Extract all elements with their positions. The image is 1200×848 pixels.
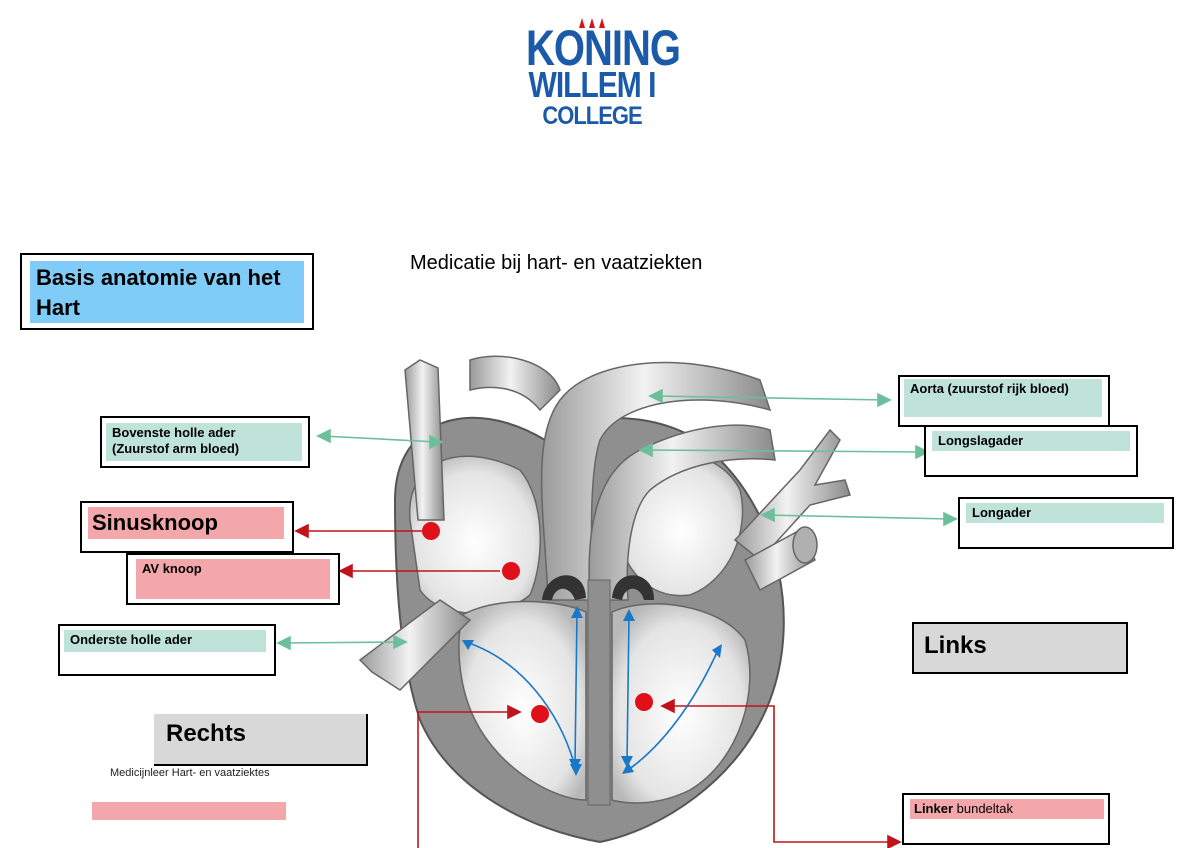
inferior-vena-cava-label: Onderste holle ader bbox=[64, 630, 266, 652]
footer-note: Medicijnleer Hart- en vaatziektes bbox=[110, 767, 270, 779]
pulmonary-vein-label-box: Longader bbox=[958, 497, 1174, 549]
pulmonary-vein bbox=[733, 428, 851, 562]
left-bundle-label: Linker bundeltak bbox=[910, 799, 1104, 819]
sinus-node-label: Sinusknoop bbox=[88, 507, 284, 539]
sinus-node-label-box: Sinusknoop bbox=[80, 501, 294, 553]
sinus-node-dot bbox=[422, 522, 440, 540]
aorta-label-box: Aorta (zuurstof rijk bloed) bbox=[898, 375, 1110, 427]
pulmonary-artery bbox=[588, 424, 776, 601]
logo-line-2: WILLEM I bbox=[528, 65, 657, 106]
page-title: Medicatie bij hart- en vaatziekten bbox=[410, 252, 703, 274]
green-arrows bbox=[276, 388, 958, 651]
college-logo: KONING WILLEM I COLLEGE bbox=[526, 18, 681, 134]
pulmonary-vein-label: Longader bbox=[966, 503, 1164, 523]
blue-arrows bbox=[465, 611, 719, 771]
blue-arrowheads bbox=[462, 606, 722, 776]
pulmonary-vein-opening bbox=[792, 526, 818, 564]
pulmonary-artery-label: Longslagader bbox=[932, 431, 1130, 451]
left-bundle-label-rest: bundeltak bbox=[953, 801, 1014, 816]
aorta-label: Aorta (zuurstof rijk bloed) bbox=[904, 379, 1102, 417]
right-ventricle bbox=[458, 600, 587, 801]
red-arrows bbox=[294, 523, 902, 848]
left-ventricle bbox=[611, 603, 751, 804]
left-side-label: Links bbox=[924, 632, 987, 659]
left-side-label-box: Links bbox=[912, 622, 1128, 674]
superior-vena-cava-label: Bovenste holle ader (Zuurstof arm bloed) bbox=[106, 423, 302, 461]
superior-vena-cava-label-box: Bovenste holle ader (Zuurstof arm bloed) bbox=[100, 416, 310, 468]
aorta-branch bbox=[469, 355, 561, 412]
section-title: Basis anatomie van het Hart bbox=[30, 261, 304, 323]
pulmonary-artery-label-box: Longslagader bbox=[924, 425, 1138, 477]
left-bundle-label-bold: Linker bbox=[914, 801, 954, 816]
left-bundle-label-box: Linker bundeltak bbox=[902, 793, 1110, 845]
right-bundle-dot bbox=[531, 705, 549, 723]
av-node-label-box: AV knoop bbox=[126, 553, 340, 605]
septum bbox=[587, 579, 611, 806]
left-bundle-dot bbox=[635, 693, 653, 711]
logo-line-1: KONING bbox=[526, 21, 681, 77]
left-valve bbox=[612, 575, 655, 600]
inferior-vena-cava bbox=[358, 599, 472, 691]
inferior-vena-cava-label-box: Onderste holle ader bbox=[58, 624, 276, 676]
crown-icon bbox=[579, 18, 605, 28]
av-node-label: AV knoop bbox=[136, 559, 330, 599]
right-side-label: Rechts bbox=[166, 720, 247, 747]
section-title-box: Basis anatomie van het Hart bbox=[20, 253, 314, 330]
empty-pink-label bbox=[92, 802, 286, 820]
superior-vena-cava bbox=[404, 359, 445, 521]
av-node-dot bbox=[502, 562, 520, 580]
right-valve bbox=[542, 575, 586, 600]
right-side-label-box: Rechts bbox=[154, 714, 368, 766]
logo-line-3: COLLEGE bbox=[542, 100, 642, 130]
aorta bbox=[540, 361, 772, 601]
